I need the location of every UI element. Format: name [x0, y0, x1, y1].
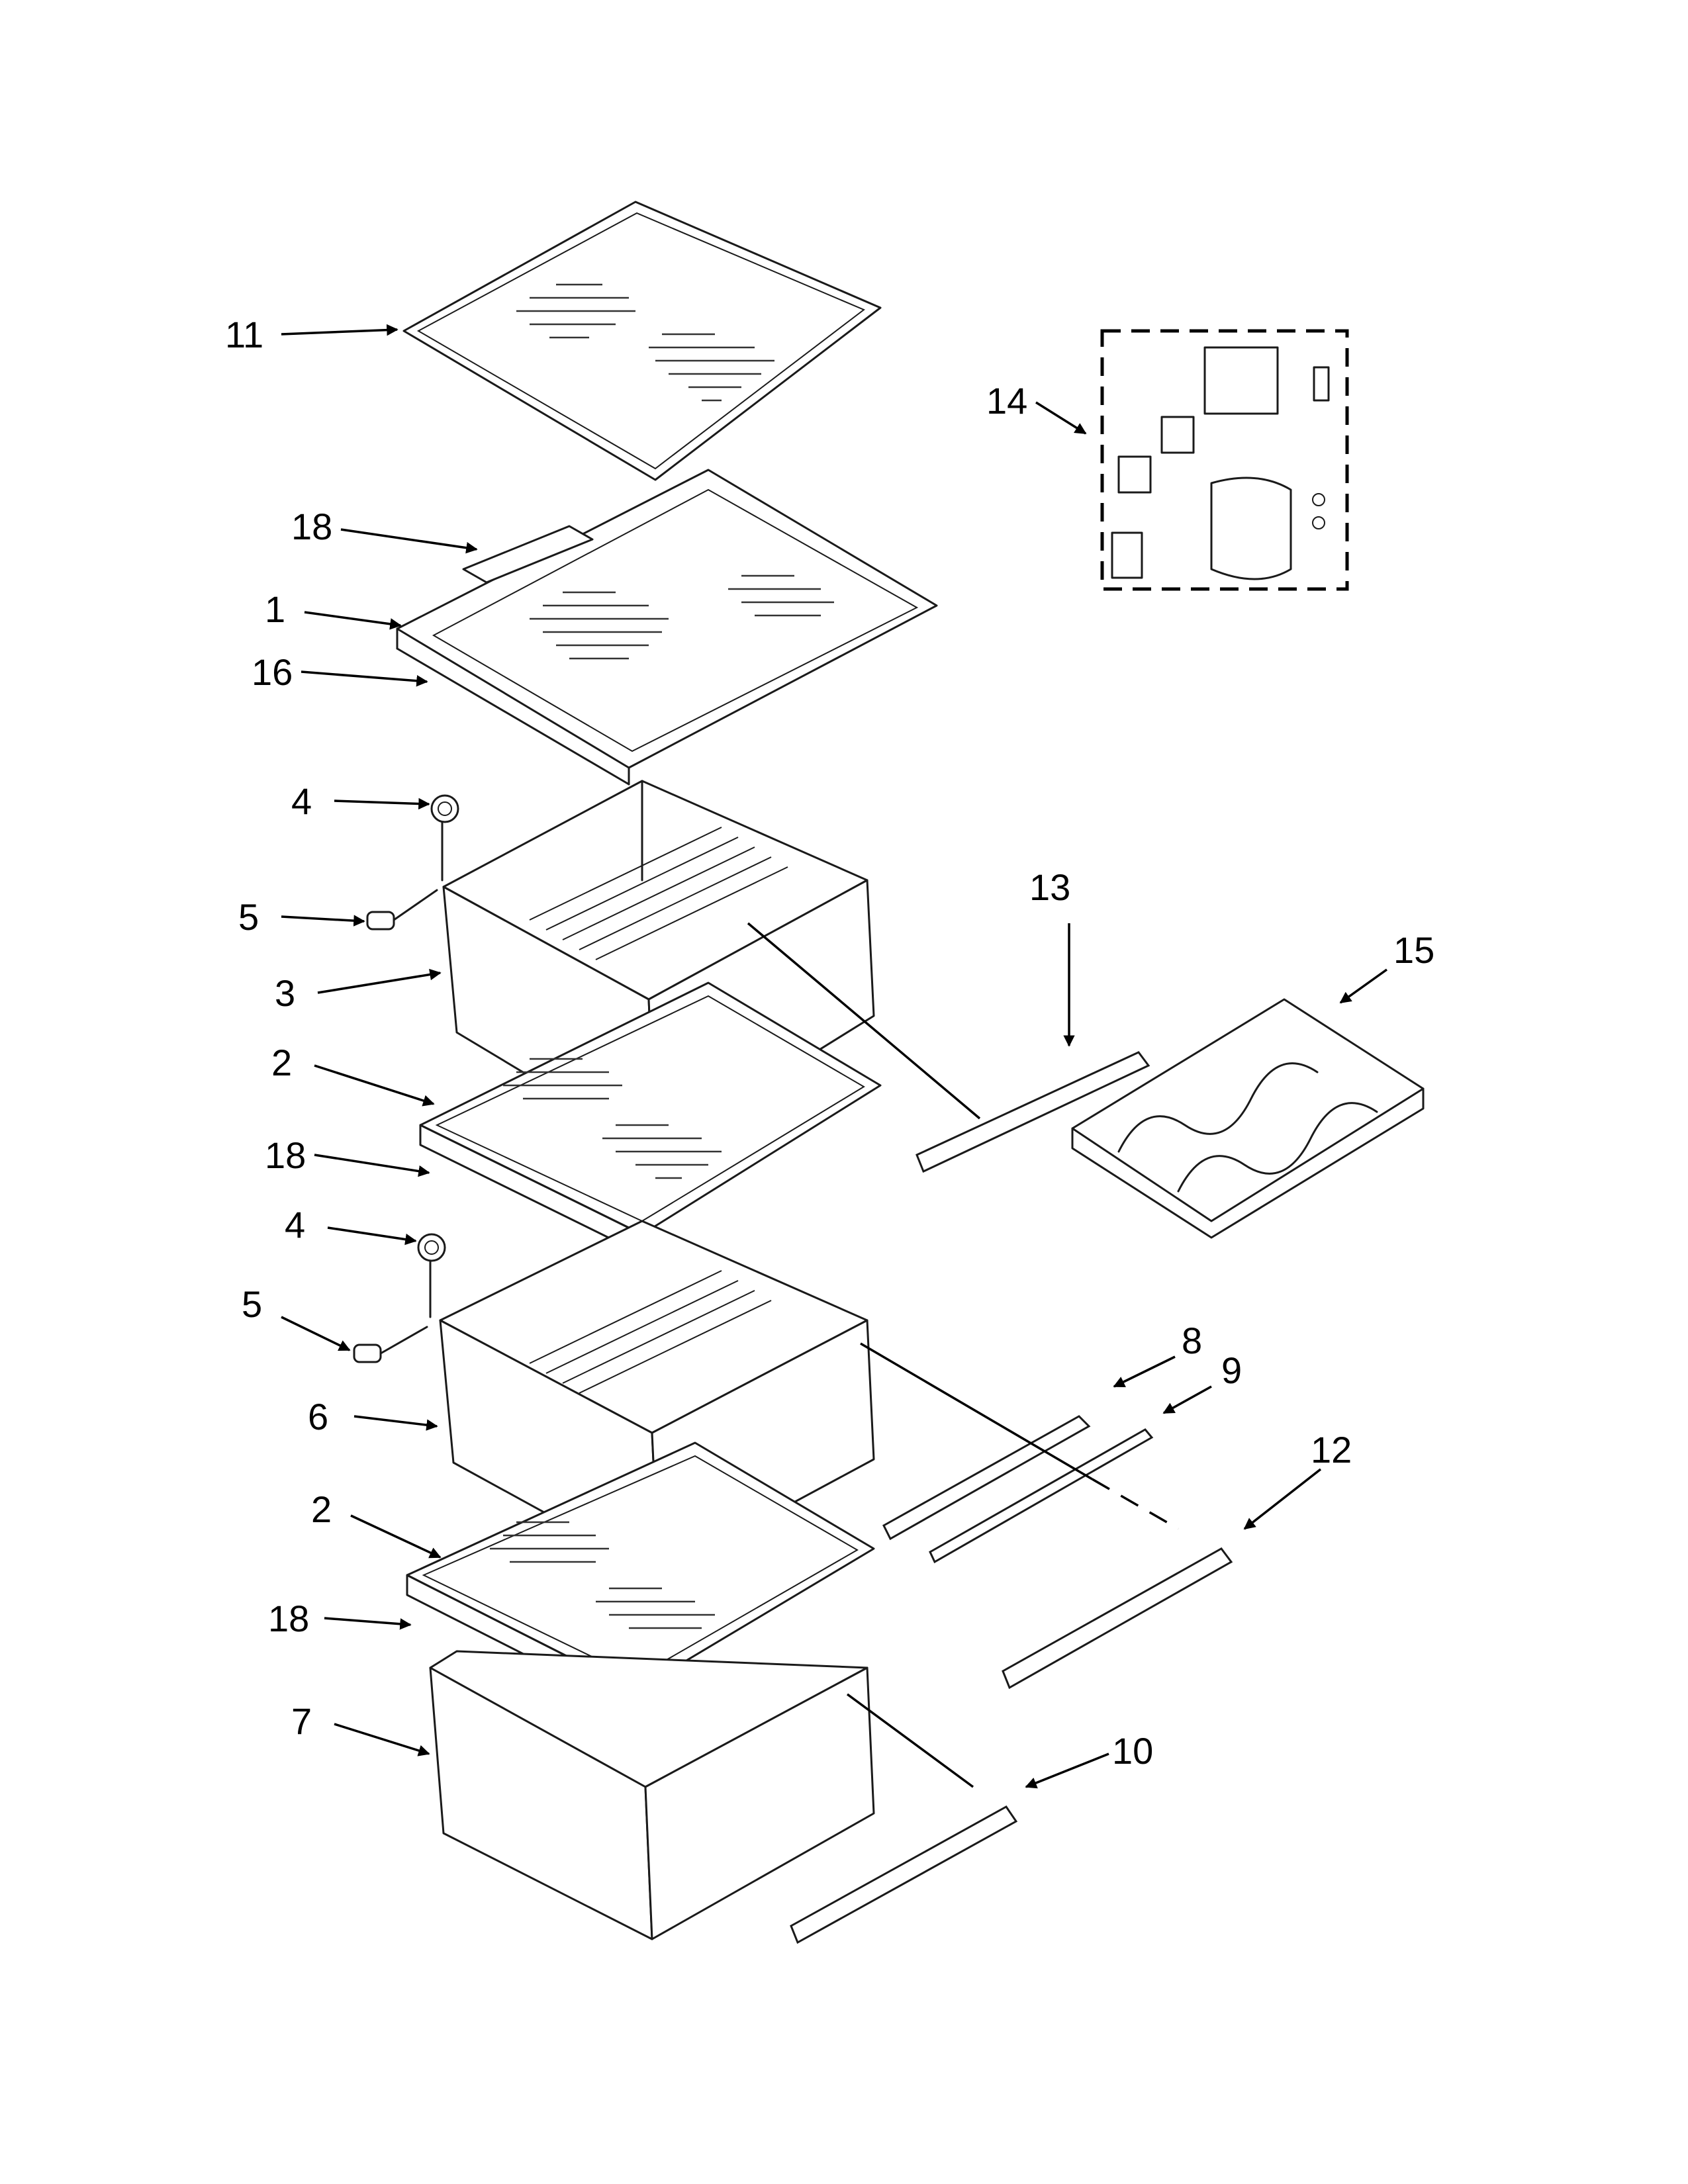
drawer-clip-upper — [366, 889, 438, 931]
callout-4: 4 — [291, 780, 312, 822]
callout-6: 6 — [308, 1396, 328, 1437]
callout-5: 5 — [238, 896, 259, 938]
callout-2: 2 — [271, 1042, 292, 1083]
bottom-pantry-drawer — [429, 1650, 875, 1940]
accessory-kit-box — [1100, 329, 1349, 591]
crisper-cover-frame — [396, 469, 938, 786]
drawer-roller-upper — [430, 794, 459, 882]
callout-15: 15 — [1393, 929, 1434, 971]
top-glass-shelf — [402, 201, 882, 481]
callout-14: 14 — [986, 380, 1027, 422]
callout-1: 1 — [265, 588, 285, 630]
wine-rack — [1071, 998, 1425, 1239]
callout-16: 16 — [252, 651, 293, 693]
callout-5: 5 — [242, 1283, 262, 1325]
drawer-roller-lower — [417, 1233, 446, 1318]
callout-11: 11 — [225, 314, 263, 355]
drawer-slide-9 — [929, 1428, 1154, 1564]
drawer-clip-lower — [353, 1326, 428, 1363]
drawer-rail-10 — [790, 1693, 1018, 1944]
callout-7: 7 — [291, 1700, 312, 1742]
callout-labels: 11 18 1 16 4 5 3 2 18 4 5 6 2 18 7 13 15… — [225, 314, 1434, 1772]
callout-2: 2 — [311, 1488, 332, 1530]
callout-18: 18 — [265, 1134, 306, 1176]
callout-12: 12 — [1311, 1429, 1352, 1471]
drawer-rail-12 — [860, 1342, 1233, 1690]
drawer-rail-13 — [747, 922, 1150, 1173]
callout-13: 13 — [1029, 866, 1070, 908]
humidity-control-slider-top — [462, 525, 594, 584]
callout-4: 4 — [285, 1204, 305, 1246]
callout-9: 9 — [1221, 1349, 1242, 1391]
callout-18: 18 — [291, 506, 332, 547]
callout-3: 3 — [275, 972, 295, 1014]
callout-18: 18 — [268, 1598, 309, 1639]
callout-arrows — [281, 324, 1388, 1789]
callout-10: 10 — [1112, 1730, 1153, 1772]
callout-8: 8 — [1182, 1320, 1202, 1361]
